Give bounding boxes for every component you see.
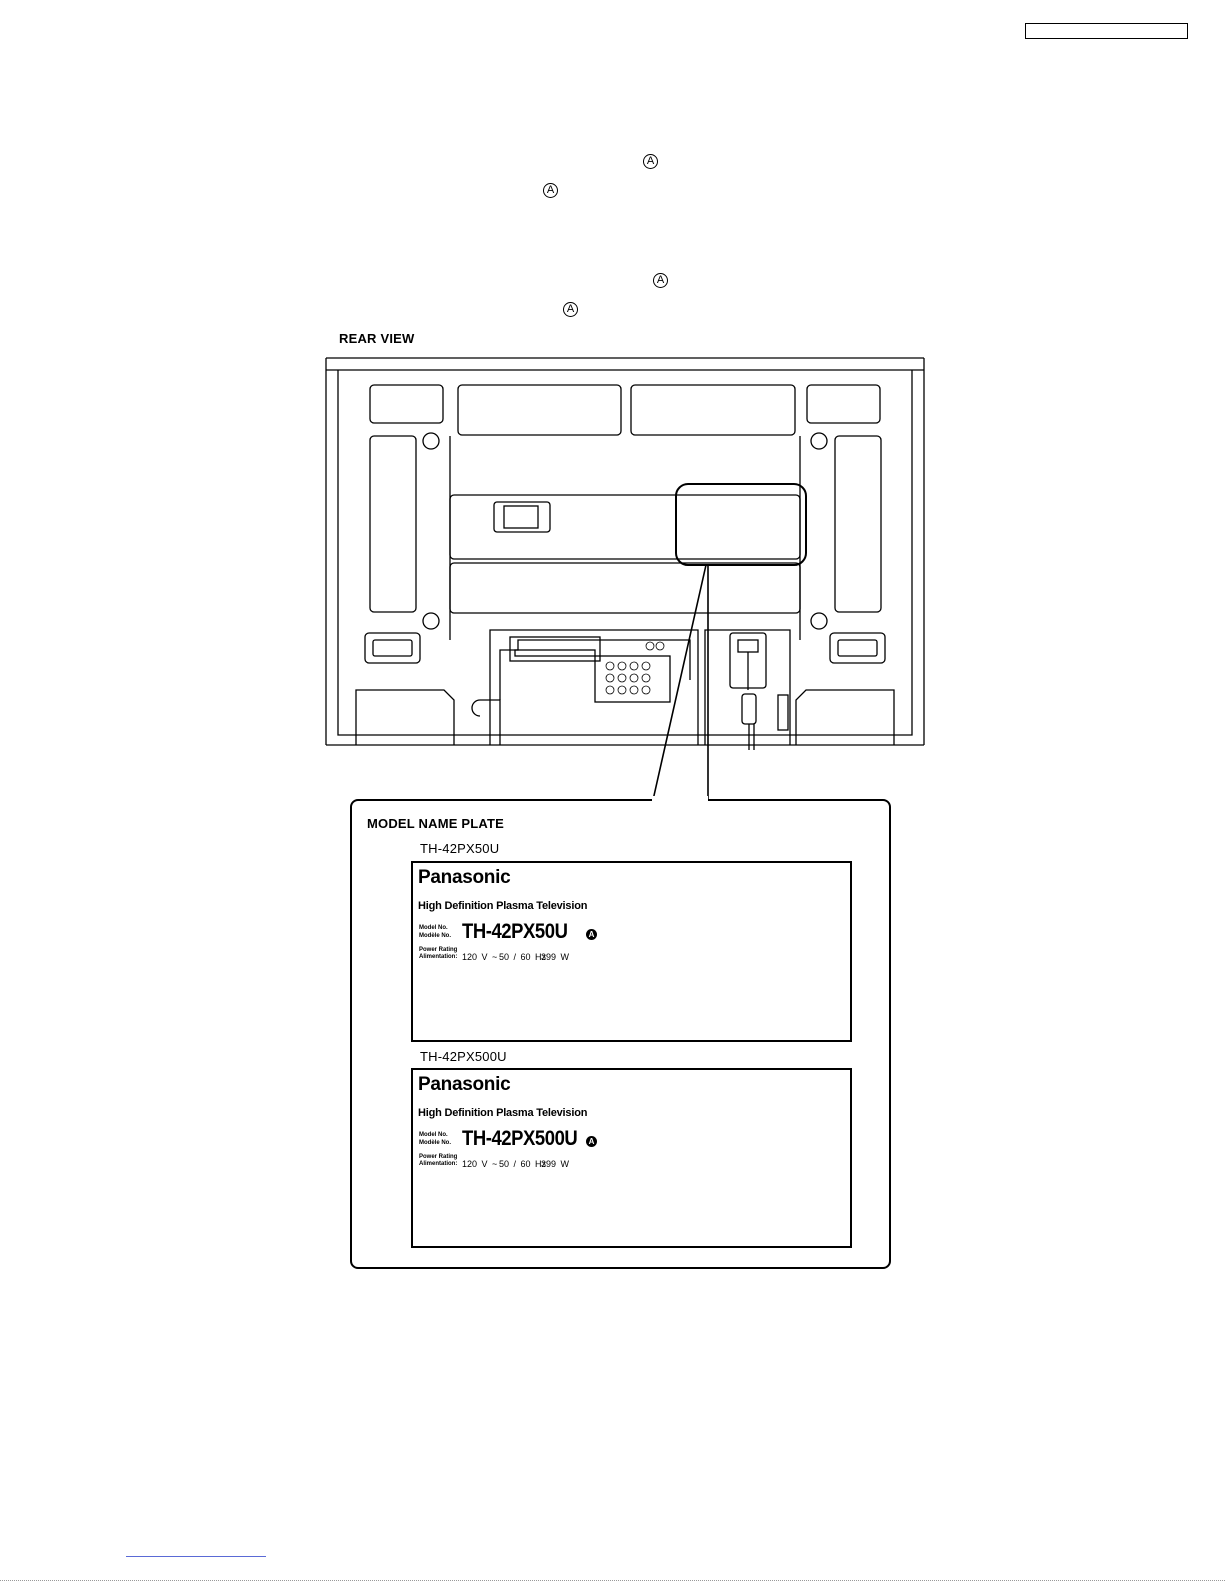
power-value: 399 W <box>541 1159 570 1169</box>
plate-model-number: TH-42PX500U <box>462 1127 578 1150</box>
modele-no-label: Modèle No. <box>419 933 452 939</box>
alimentation-label: Alimentation: <box>419 954 458 960</box>
model-no-label: Model No. <box>419 1132 448 1138</box>
model-no-label: Model No. <box>419 925 448 931</box>
plate-caption: TH-42PX500U <box>420 1049 507 1064</box>
model-name-plate-title: MODEL NAME PLATE <box>367 816 505 831</box>
power-value: 399 W <box>541 952 570 962</box>
circled-a-mark: A <box>586 1136 597 1147</box>
alimentation-label: Alimentation: <box>419 1161 458 1167</box>
panel-gap <box>652 796 708 801</box>
plate-description: High Definition Plasma Television <box>418 900 588 912</box>
power-rating-label: Power Rating <box>419 1154 458 1160</box>
frequency-value: 50 / 60 Hz <box>499 1159 547 1169</box>
frequency-value: 50 / 60 Hz <box>499 952 547 962</box>
name-plate: Panasonic High Definition Plasma Televis… <box>411 861 852 1042</box>
name-plate: Panasonic High Definition Plasma Televis… <box>411 1068 852 1248</box>
page-bottom-edge <box>0 1580 1225 1581</box>
modele-no-label: Modèle No. <box>419 1140 452 1146</box>
rear-view-label: REAR VIEW <box>339 331 415 346</box>
header-code-box <box>1025 23 1188 39</box>
circled-a-marker: A <box>653 273 668 288</box>
brand-logo: Panasonic <box>418 1074 511 1095</box>
footer-link-rule <box>126 1556 266 1557</box>
circled-a-marker: A <box>563 302 578 317</box>
plate-caption: TH-42PX50U <box>420 841 500 856</box>
voltage-value: 120 V ~ <box>462 952 498 962</box>
circled-a-mark: A <box>586 929 597 940</box>
power-rating-label: Power Rating <box>419 947 458 953</box>
brand-logo: Panasonic <box>418 867 511 888</box>
voltage-value: 120 V ~ <box>462 1159 498 1169</box>
model-name-plate-panel <box>350 799 891 1269</box>
tv-rear-view-drawing <box>325 357 925 801</box>
circled-a-marker: A <box>643 154 658 169</box>
circled-a-marker: A <box>543 183 558 198</box>
plate-model-number: TH-42PX50U <box>462 920 568 943</box>
plate-description: High Definition Plasma Television <box>418 1107 588 1119</box>
